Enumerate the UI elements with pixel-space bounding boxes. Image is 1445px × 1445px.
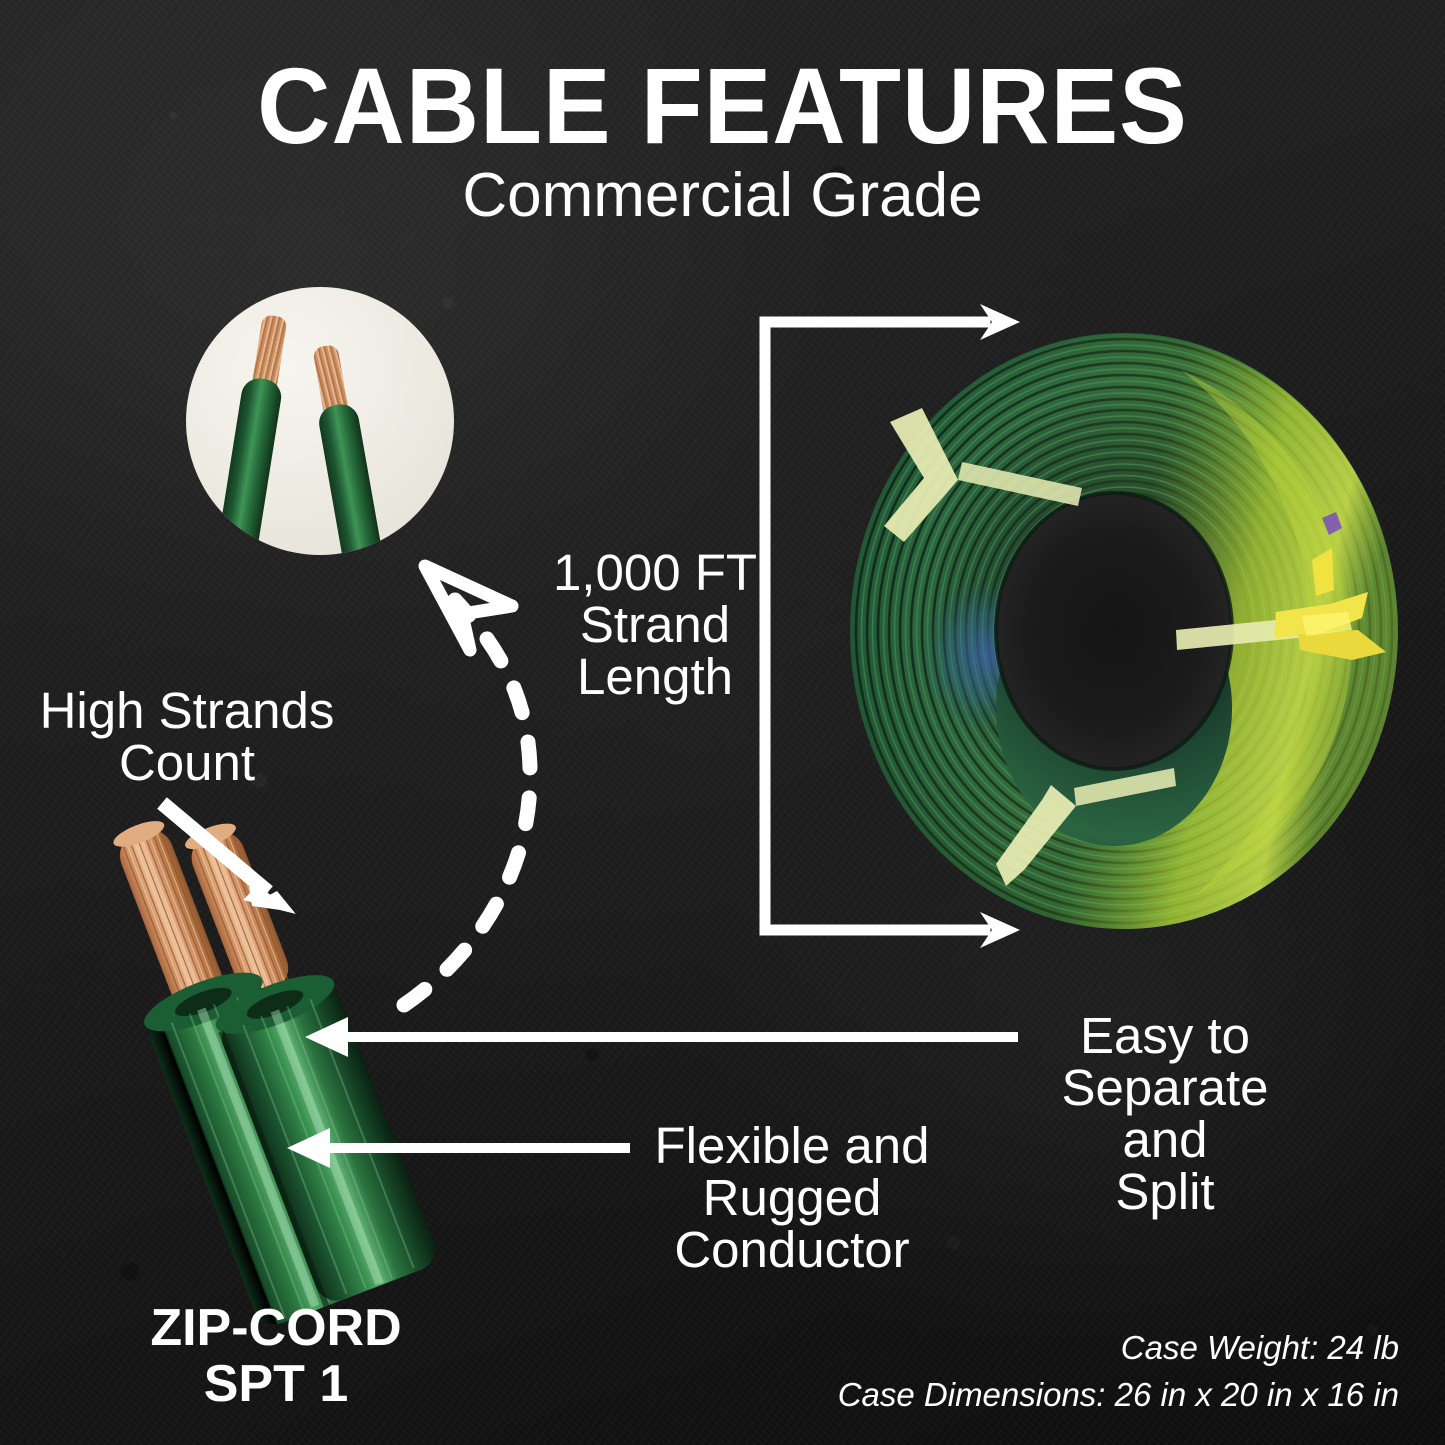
green-jacket-right xyxy=(316,401,388,555)
product-name: ZIP-CORD SPT 1 xyxy=(150,1299,402,1414)
split-wire-closeup-inset xyxy=(186,287,454,555)
callout-strand-length: 1,000 FT Strand Length xyxy=(552,544,758,706)
callout-easy-to-separate: Easy to Separate and Split xyxy=(1061,1007,1269,1221)
case-info: Case Weight: 24 lb Case Dimensions: 26 i… xyxy=(837,1329,1399,1413)
green-jacket-left xyxy=(212,375,284,555)
page-title: CABLE FEATURES xyxy=(257,45,1188,166)
callout-flexible-rugged-conductor: Flexible and Rugged Conductor xyxy=(654,1117,930,1279)
zip-cord-cable-image xyxy=(0,800,480,1325)
callout-high-strands-count: High Strands Count xyxy=(39,682,335,792)
wire-coil-image xyxy=(846,330,1402,932)
page-subtitle: Commercial Grade xyxy=(462,161,983,230)
